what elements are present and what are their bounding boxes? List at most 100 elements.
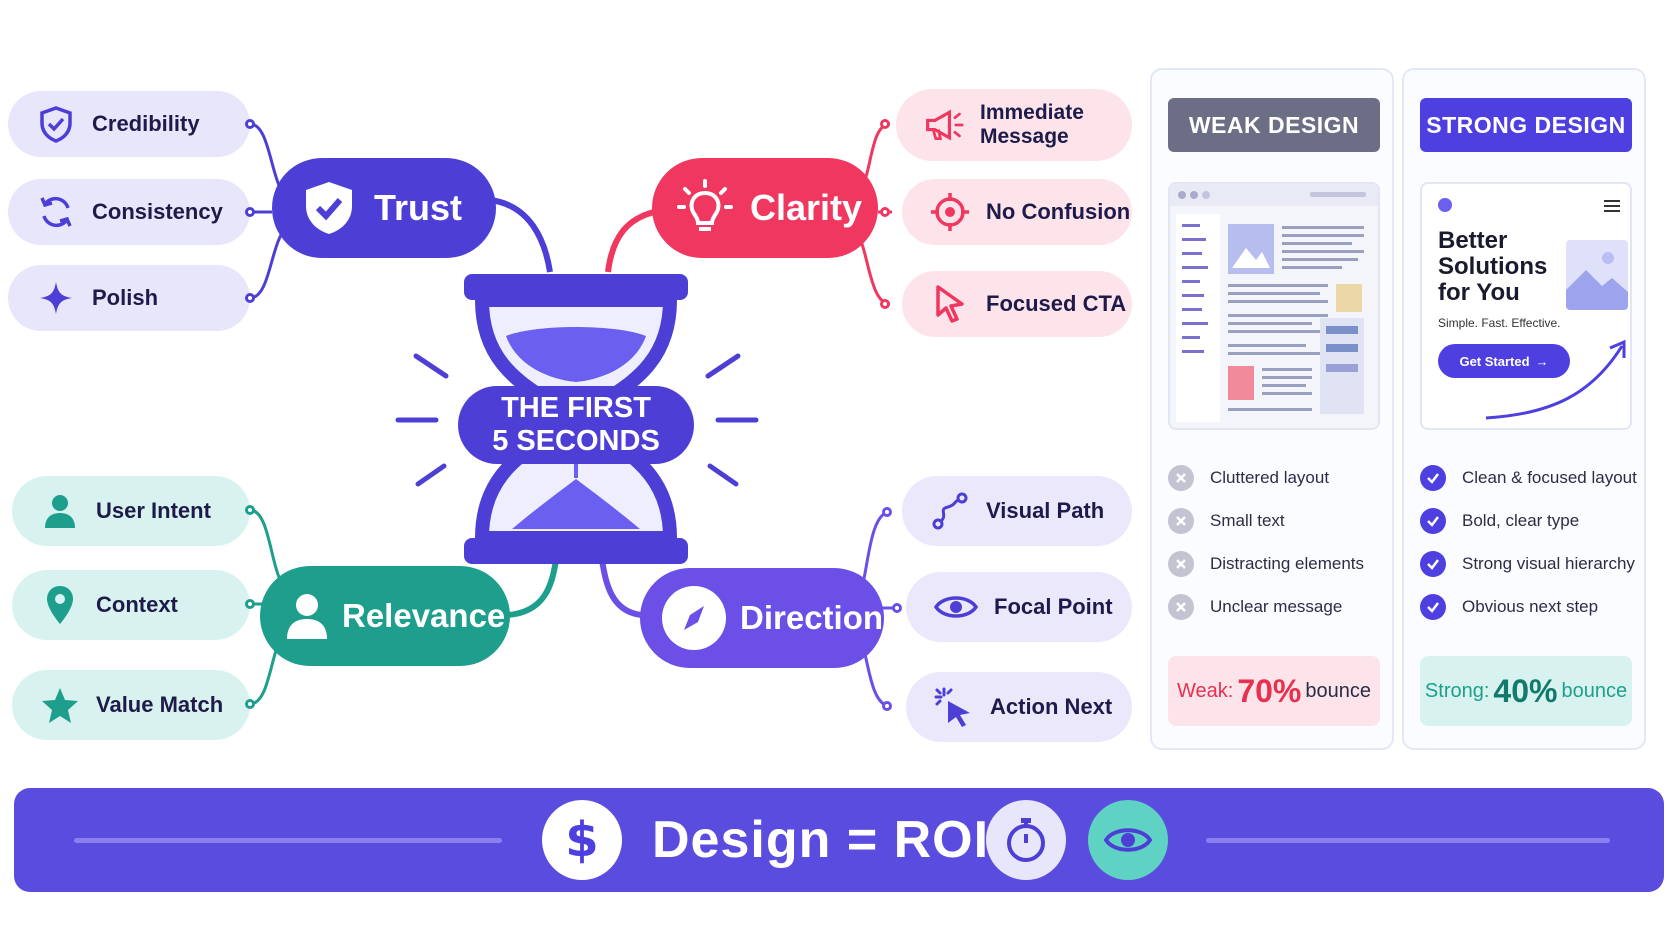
weak-points-list: Cluttered layout Small text Distracting … bbox=[1168, 456, 1392, 628]
pill-consistency[interactable]: Consistency bbox=[8, 179, 250, 245]
connector-dot bbox=[882, 507, 892, 517]
refresh-icon bbox=[36, 192, 76, 232]
banner-divider-left bbox=[74, 838, 502, 843]
check-icon bbox=[1420, 507, 1446, 534]
pill-label: Immediate Message bbox=[980, 101, 1084, 149]
pill-label: User Intent bbox=[96, 498, 211, 523]
arrow-right-icon: → bbox=[1535, 353, 1549, 369]
hub-trust[interactable]: Trust bbox=[272, 158, 496, 258]
stat-suffix: bounce bbox=[1305, 679, 1371, 702]
pill-label: Credibility bbox=[92, 111, 200, 136]
hub-label: Direction bbox=[740, 599, 884, 636]
pill-visual-path[interactable]: Visual Path bbox=[902, 476, 1132, 546]
pill-label-line-2: Message bbox=[980, 125, 1069, 148]
menu-icon[interactable] bbox=[1604, 200, 1620, 212]
click-icon bbox=[934, 687, 974, 727]
connector-dot bbox=[245, 699, 255, 709]
mock-heading-line-2: Solutions bbox=[1438, 253, 1548, 280]
check-icon bbox=[1420, 464, 1446, 491]
pill-focal-point[interactable]: Focal Point bbox=[906, 572, 1132, 642]
pill-label: Focal Point bbox=[994, 594, 1113, 619]
pill-focused-cta[interactable]: Focused CTA bbox=[902, 271, 1132, 337]
weak-bounce-stat: Weak: 70% bounce bbox=[1168, 656, 1380, 726]
point-label: Obvious next step bbox=[1462, 596, 1599, 616]
strong-design-title: STRONG DESIGN bbox=[1420, 98, 1632, 152]
pill-user-intent[interactable]: User Intent bbox=[12, 476, 250, 546]
connector-dot bbox=[245, 599, 255, 609]
pill-context[interactable]: Context bbox=[12, 570, 250, 640]
hub-relevance[interactable]: Relevance bbox=[260, 566, 510, 666]
stat-value: 40% bbox=[1493, 672, 1558, 709]
connector-dot bbox=[892, 603, 902, 613]
banner-divider-right bbox=[1206, 838, 1610, 843]
center-line-1: THE FIRST bbox=[501, 392, 651, 424]
list-item: Strong visual hierarchy bbox=[1420, 542, 1644, 585]
pill-immediate-message[interactable]: Immediate Message bbox=[896, 89, 1132, 161]
strong-bounce-stat: Strong: 40% bounce bbox=[1420, 656, 1632, 726]
weak-mockup bbox=[1168, 182, 1380, 430]
mock-subtitle: Simple. Fast. Effective. bbox=[1438, 316, 1561, 330]
pill-credibility[interactable]: Credibility bbox=[8, 91, 250, 157]
connector-dot bbox=[245, 119, 255, 129]
weak-design-card: WEAK DESIGN Cluttered layout Small text … bbox=[1150, 68, 1394, 750]
pill-action-next[interactable]: Action Next bbox=[906, 672, 1132, 742]
x-icon bbox=[1168, 593, 1194, 620]
star-icon bbox=[40, 685, 80, 725]
megaphone-icon bbox=[924, 105, 964, 145]
point-label: Small text bbox=[1210, 510, 1285, 530]
center-label: THE FIRST 5 SECONDS bbox=[458, 386, 694, 464]
stat-label: Weak: bbox=[1177, 679, 1234, 702]
list-item: Obvious next step bbox=[1420, 585, 1644, 628]
check-icon bbox=[1420, 550, 1446, 577]
list-item: Distracting elements bbox=[1168, 542, 1392, 585]
strong-points-list: Clean & focused layout Bold, clear type … bbox=[1420, 456, 1644, 628]
strong-design-card: STRONG DESIGN Better Solutions for You S… bbox=[1402, 68, 1646, 750]
user-icon bbox=[40, 491, 80, 531]
center-line-2: 5 SECONDS bbox=[492, 425, 660, 457]
pill-label: Context bbox=[96, 592, 178, 617]
mock-heading-line-1: Better bbox=[1438, 227, 1508, 254]
mock-heading-line-3: for You bbox=[1438, 279, 1520, 306]
pill-label: Focused CTA bbox=[986, 291, 1127, 316]
connector-dot bbox=[882, 701, 892, 711]
button-label: Get Started bbox=[1459, 353, 1530, 369]
connector-dot bbox=[245, 505, 255, 515]
point-label: Clean & focused layout bbox=[1462, 467, 1637, 487]
path-icon bbox=[930, 491, 970, 531]
pill-value-match[interactable]: Value Match bbox=[12, 670, 250, 740]
hub-label: Clarity bbox=[750, 187, 863, 228]
x-icon bbox=[1168, 507, 1194, 534]
hub-label: Trust bbox=[374, 187, 463, 228]
weak-design-title: WEAK DESIGN bbox=[1168, 98, 1380, 152]
shield-check-icon bbox=[298, 177, 360, 239]
growth-arrow-icon bbox=[1485, 339, 1626, 420]
connector-dot bbox=[245, 293, 255, 303]
pill-no-confusion[interactable]: No Confusion bbox=[902, 179, 1132, 245]
connector-dot bbox=[880, 207, 890, 217]
lightbulb-icon bbox=[674, 177, 736, 239]
x-icon bbox=[1168, 550, 1194, 577]
list-item: Cluttered layout bbox=[1168, 456, 1392, 499]
stat-suffix: bounce bbox=[1561, 679, 1628, 702]
hub-direction[interactable]: Direction bbox=[640, 568, 884, 668]
stat-label: Strong: bbox=[1424, 679, 1490, 702]
get-started-button[interactable]: Get Started → bbox=[1438, 344, 1570, 378]
list-item: Unclear message bbox=[1168, 585, 1392, 628]
mock-heading: Better Solutions for You bbox=[1438, 228, 1547, 306]
pill-polish[interactable]: Polish bbox=[8, 265, 250, 331]
point-label: Bold, clear type bbox=[1462, 510, 1580, 530]
hub-clarity[interactable]: Clarity bbox=[652, 158, 878, 258]
point-label: Unclear message bbox=[1210, 596, 1343, 616]
stopwatch-icon bbox=[986, 800, 1066, 880]
point-label: Strong visual hierarchy bbox=[1462, 553, 1635, 573]
point-label: Cluttered layout bbox=[1210, 467, 1330, 487]
eye-icon bbox=[934, 587, 978, 627]
connector-dot bbox=[880, 299, 890, 309]
stat-value: 70% bbox=[1237, 672, 1302, 709]
banner-title: Design = ROI bbox=[652, 811, 990, 869]
image-placeholder-icon bbox=[1566, 240, 1628, 310]
connector-dot bbox=[245, 207, 255, 217]
dollar-icon: $ bbox=[542, 800, 622, 880]
strong-mockup: Better Solutions for You Simple. Fast. E… bbox=[1420, 182, 1632, 430]
target-icon bbox=[930, 192, 970, 232]
